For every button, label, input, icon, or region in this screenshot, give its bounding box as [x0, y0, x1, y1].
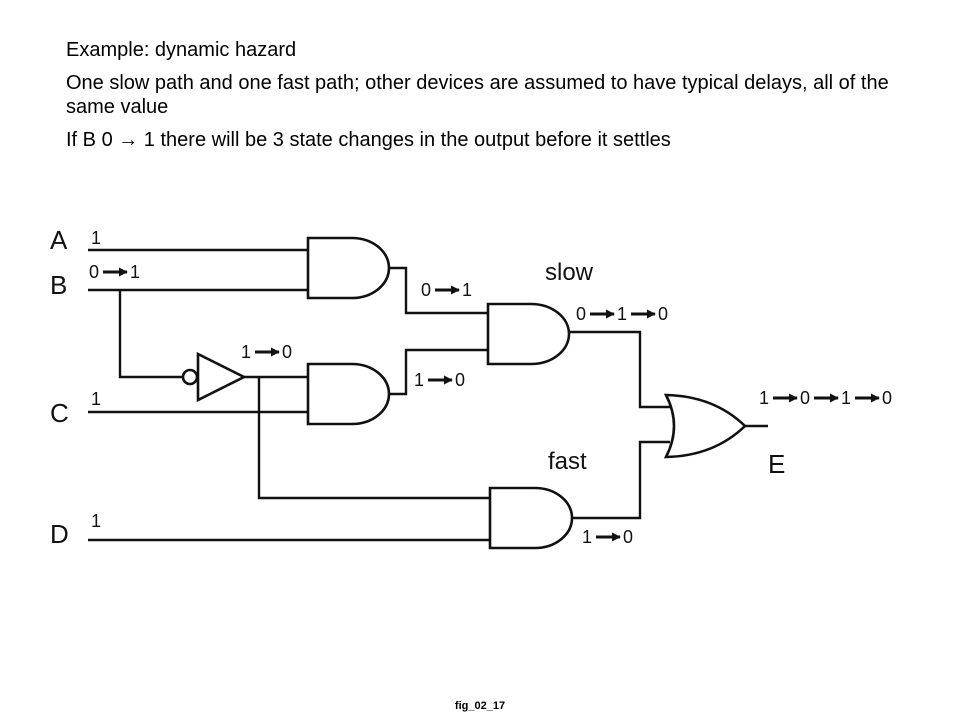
and-gate-3 — [486, 302, 571, 366]
signal-value-a-0: 1 — [91, 228, 101, 248]
signal-value-b-1: 1 — [130, 262, 140, 282]
signal-value-inverter-out-1: 0 — [282, 342, 292, 362]
wire-and3-to-or — [569, 330, 670, 409]
signal-value-and4-out-0: 1 — [582, 527, 592, 547]
inverter-bubble — [181, 368, 199, 386]
signal-value-and3-out-1: 1 — [617, 304, 627, 324]
signal-values: 1 0 1 1 1 0 1 1 0 1 0 0 1 0 1 0 1 0 1 0 — [89, 228, 892, 547]
wires — [88, 248, 768, 542]
input-label-b: B — [50, 270, 67, 300]
signal-value-and4-out-1: 0 — [623, 527, 633, 547]
condition-text-start: If B 0 — [66, 129, 119, 151]
or-gate — [663, 393, 747, 459]
figure-caption: fig_02_17 — [454, 700, 506, 712]
input-label-a: A — [50, 225, 68, 255]
transition-arrow-icon: → — [118, 129, 139, 151]
input-label-c: C — [50, 398, 69, 428]
wire-and1-to-and3 — [389, 266, 488, 315]
fast-path-label: fast — [548, 448, 587, 475]
signal-value-and3-out-2: 0 — [658, 304, 668, 324]
signal-value-b-0: 0 — [89, 262, 99, 282]
condition-line: If B 0 → 1 there will be 3 state changes… — [66, 128, 926, 152]
signal-value-or-out-3: 0 — [882, 388, 892, 408]
wire-and4-to-or — [572, 440, 670, 520]
signal-value-inverter-out-0: 1 — [241, 342, 251, 362]
signal-value-or-out-1: 0 — [800, 388, 810, 408]
output-label-e: E — [768, 449, 785, 479]
and-gate-4 — [488, 486, 574, 550]
signal-value-d-0: 1 — [91, 511, 101, 531]
condition-text-end: 1 there will be 3 state changes in the o… — [138, 129, 671, 151]
inverter-gate — [196, 351, 247, 403]
signal-value-c-0: 1 — [91, 389, 101, 409]
signal-value-and2-out-0: 1 — [414, 370, 424, 390]
slide-title: Example: dynamic hazard — [66, 39, 297, 61]
signal-value-and3-out-0: 0 — [576, 304, 586, 324]
wire-and2-to-and3 — [389, 348, 488, 396]
input-label-d: D — [50, 519, 69, 549]
signal-value-and2-out-1: 0 — [455, 370, 465, 390]
wire-b-branch — [118, 290, 182, 379]
wire-inverter-to-and4 — [257, 377, 490, 500]
and-gate-1 — [306, 236, 391, 300]
signal-value-and1-out-1: 1 — [462, 280, 472, 300]
description-line: One slow path and one fast path; other d… — [66, 72, 889, 118]
signal-value-and1-out-0: 0 — [421, 280, 431, 300]
signal-value-or-out-0: 1 — [759, 388, 769, 408]
slow-path-label: slow — [545, 259, 594, 286]
and-gate-2 — [306, 362, 391, 426]
signal-value-or-out-2: 1 — [841, 388, 851, 408]
slide-text: Example: dynamic hazard One slow path an… — [66, 38, 926, 161]
